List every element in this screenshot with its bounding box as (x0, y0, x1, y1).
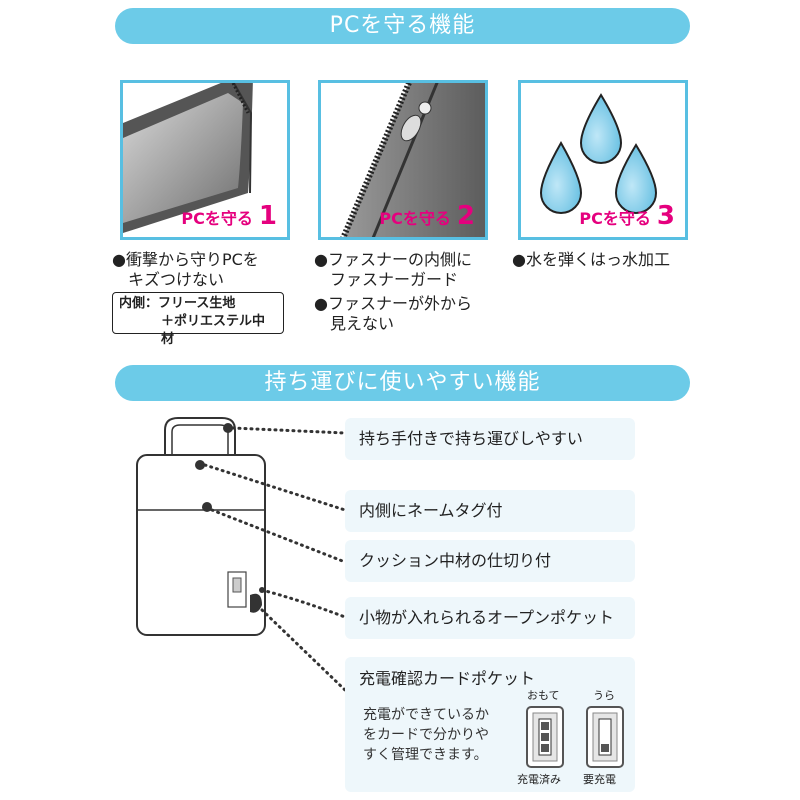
zipper-icon (340, 83, 485, 237)
bullet-item-cont: 見えない (330, 314, 395, 333)
charge-desc-line: すく管理できます。 (363, 747, 488, 763)
panel-label-1: PCを守る 1 (181, 201, 277, 231)
feature-panel-3: PCを守る 3 (518, 80, 688, 240)
bullet-item-cont: ファスナーガード (330, 270, 459, 289)
feature-handle: 持ち手付きで持ち運びしやすい (345, 418, 635, 460)
note-line: 内側：フリース生地 (119, 296, 236, 311)
charged-label: 充電済み (517, 773, 561, 786)
section-title-carry: 持ち運びに使いやすい機能 (115, 365, 690, 401)
feature-cushion-divider: クッション中材の仕切り付 (345, 540, 635, 582)
panel-label-text: PCを守る (579, 209, 651, 228)
needs-charge-label: 要充電 (583, 773, 616, 786)
panel-label-3: PCを守る 3 (579, 201, 675, 231)
feature-panel-1: PCを守る 1 (120, 80, 290, 240)
panel-label-text: PCを守る (379, 209, 451, 228)
charge-title: 充電確認カードポケット (359, 669, 536, 688)
bullet-item: ●水を弾くはっ水加工 (512, 250, 670, 269)
front-label: おもて (527, 689, 560, 702)
panel-number: 2 (456, 201, 475, 231)
feature-open-pocket: 小物が入れられるオープンポケット (345, 597, 635, 639)
section-title-protect: PCを守る機能 (115, 8, 690, 44)
back-label: うら (593, 689, 615, 702)
charge-desc-line: をカードで分かりや (363, 727, 489, 743)
pc-corner-icon (123, 83, 253, 233)
panel-label-2: PCを守る 2 (379, 201, 475, 231)
panel-number: 1 (258, 201, 277, 231)
bullet-item: ●ファスナーの内側に (314, 250, 472, 269)
material-note: 内側：フリース生地 ＋ポリエステル中材 (112, 292, 284, 347)
bullet-item-cont: キズつけない (128, 270, 225, 289)
panel-label-text: PCを守る (181, 209, 253, 228)
bullet-item: ●衝撃から守りPCを (112, 250, 259, 269)
battery-full-icon (526, 706, 564, 768)
water-drops-icon (539, 93, 658, 214)
charge-desc-line: 充電ができているか (363, 707, 489, 723)
charge-card-pocket: 充電確認カードポケット 充電ができているか をカードで分かりや すく管理できます… (345, 657, 635, 792)
charge-desc: 充電ができているか をカードで分かりや すく管理できます。 (363, 705, 489, 765)
note-line: ＋ポリエステル中材 (161, 314, 266, 347)
bullet-list-1: ●衝撃から守りPCを キズつけない (112, 250, 259, 290)
panel-number: 3 (656, 201, 675, 231)
bullet-list-2: ●ファスナーの内側に ファスナーガード ●ファスナーが外から 見えない (314, 250, 472, 334)
battery-low-icon (586, 706, 624, 768)
bullet-item: ●ファスナーが外から (314, 294, 472, 313)
feature-name-tag: 内側にネームタグ付 (345, 490, 635, 532)
bullet-list-3: ●水を弾くはっ水加工 (512, 250, 670, 270)
feature-panel-2: PCを守る 2 (318, 80, 488, 240)
